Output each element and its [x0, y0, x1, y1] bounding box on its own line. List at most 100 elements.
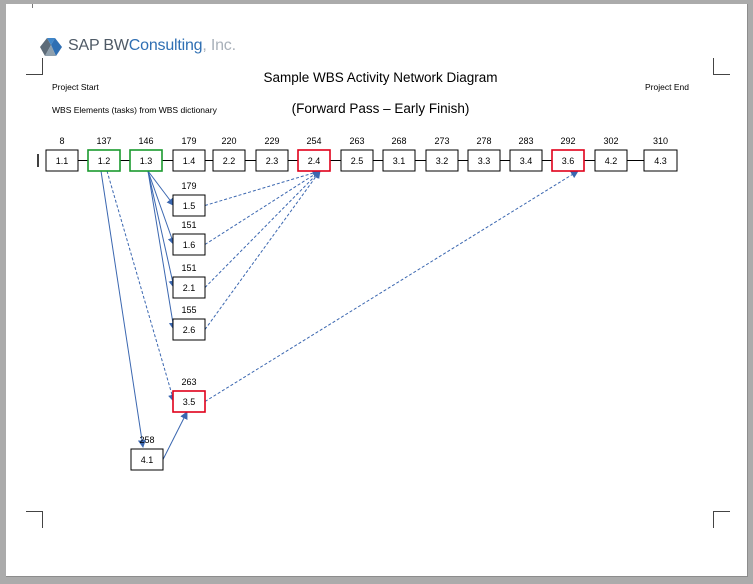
task-id-label: 4.3 — [654, 156, 667, 166]
task-box — [509, 149, 543, 172]
task-id-label: 4.1 — [141, 455, 154, 465]
main-node-3-1: 3.1 268 — [382, 136, 416, 172]
early-finish-value: 8 — [59, 136, 64, 146]
task-id-label: 3.4 — [520, 156, 533, 166]
early-finish-value: 273 — [434, 136, 449, 146]
diagram-subtitle: (Forward Pass – Early Finish) — [291, 101, 470, 116]
early-finish-value: 179 — [181, 136, 196, 146]
early-finish-value: 179 — [181, 181, 196, 191]
logo-suffix: , Inc. — [202, 37, 236, 54]
crop-mark-bottom-left — [26, 511, 43, 528]
crop-mark-top-right — [713, 58, 730, 75]
dependency-arrow-1-2-to-3-5 — [106, 170, 176, 403]
task-id-label: 1.2 — [98, 156, 111, 166]
main-node-2-2: 2.2 220 — [212, 136, 246, 172]
logo-name-part2: Consulting — [128, 37, 203, 54]
main-node-4-3: 4.3 310 — [643, 136, 678, 172]
task-id-label: 1.4 — [183, 156, 196, 166]
task-box — [212, 149, 246, 172]
task-id-label: 3.5 — [183, 397, 196, 407]
early-finish-value: 263 — [181, 377, 196, 387]
early-finish-value: 146 — [138, 136, 153, 146]
dependency-arrow-1-2-to-4-1 — [100, 170, 146, 448]
main-node-1-4: 1.4 179 — [172, 136, 206, 172]
main-node-1-3: 1.3 146 — [129, 136, 163, 172]
task-box — [340, 149, 374, 172]
early-finish-value: 283 — [518, 136, 533, 146]
task-box — [172, 149, 206, 172]
task-box — [172, 276, 206, 299]
task-box — [130, 448, 164, 471]
task-box — [87, 149, 121, 172]
early-finish-value: 229 — [264, 136, 279, 146]
crop-mark-top-left — [26, 58, 43, 75]
task-id-label: 3.2 — [436, 156, 449, 166]
task-id-label: 4.2 — [605, 156, 618, 166]
diagram-title: Sample WBS Activity Network Diagram — [263, 70, 498, 85]
main-node-2-5: 2.5 263 — [340, 136, 374, 172]
node-layer: 1.18 1.2 137 1.3 146 1.4 179 2.2 220 2.3 229 2.4 254… — [45, 136, 678, 471]
task-id-label: 2.1 — [183, 283, 196, 293]
main-node-1-1: 1.18 — [45, 136, 79, 172]
early-finish-value: 220 — [221, 136, 236, 146]
main-node-3-4: 3.4 283 — [509, 136, 543, 172]
document-page: SAP BWConsulting, Inc. Sample WBS Activi… — [6, 4, 748, 577]
project-end-label: Project End — [645, 82, 689, 92]
main-node-3-6: 3.6 292 — [551, 136, 585, 172]
task-id-label: 2.4 — [308, 156, 321, 166]
task-box — [467, 149, 501, 172]
task-box — [643, 149, 678, 172]
dependency-arrow-4-1-to-3-5 — [162, 411, 188, 460]
task-id-label: 2.6 — [183, 325, 196, 335]
task-id-label: 3.6 — [562, 156, 575, 166]
task-box — [425, 149, 459, 172]
dependency-arrow-1-3-to-1-6 — [147, 170, 176, 246]
task-box — [551, 149, 585, 172]
dependency-arrow-2-1-to-2-4 — [204, 170, 321, 288]
early-finish-value: 151 — [181, 263, 196, 273]
task-box — [172, 194, 206, 217]
task-id-label: 2.5 — [351, 156, 364, 166]
dependency-arrow-1-3-to-2-6 — [147, 170, 177, 331]
ruler-mark — [32, 4, 33, 8]
branch-node-4-1: 4.1 258 — [130, 435, 164, 471]
early-finish-value: 254 — [306, 136, 321, 146]
crop-mark-bottom-right — [713, 511, 730, 528]
task-box — [297, 149, 331, 172]
main-node-1-2: 1.2 137 — [87, 136, 121, 172]
task-id-label: 1.6 — [183, 240, 196, 250]
task-box — [172, 233, 206, 256]
task-box — [172, 390, 206, 413]
logo-icon — [40, 38, 62, 56]
task-box — [172, 318, 206, 341]
task-id-label: 2.2 — [223, 156, 236, 166]
task-id-label: 1.3 — [140, 156, 153, 166]
task-id-label: 3.1 — [393, 156, 406, 166]
early-finish-value: 310 — [653, 136, 668, 146]
main-node-3-2: 3.2 273 — [425, 136, 459, 172]
task-id-label: 3.3 — [478, 156, 491, 166]
early-finish-value: 268 — [391, 136, 406, 146]
logo-name-part1: BW — [103, 37, 129, 54]
branch-node-3-5: 3.5 263 — [172, 377, 206, 413]
dependency-arrow-1-6-to-2-4 — [204, 170, 321, 245]
early-finish-value: 292 — [560, 136, 575, 146]
early-finish-value: 137 — [96, 136, 111, 146]
task-id-label: 2.3 — [266, 156, 279, 166]
link-layer — [37, 154, 677, 460]
early-finish-value: 278 — [476, 136, 491, 146]
early-finish-value: 263 — [349, 136, 364, 146]
early-finish-value: 258 — [139, 435, 154, 445]
network-diagram: 1.18 1.2 137 1.3 146 1.4 179 2.2 220 2.3 229 2.4 254… — [37, 136, 678, 471]
task-box — [255, 149, 289, 172]
dependency-arrow-1-5-to-2-4 — [204, 169, 321, 206]
project-start-label: Project Start — [52, 82, 99, 92]
dependency-arrow-1-3-to-1-5 — [147, 170, 175, 207]
dependency-arrow-3-5-to-3-6 — [204, 170, 579, 402]
task-box — [594, 149, 628, 172]
dependency-arrow-2-6-to-2-4 — [204, 170, 321, 330]
